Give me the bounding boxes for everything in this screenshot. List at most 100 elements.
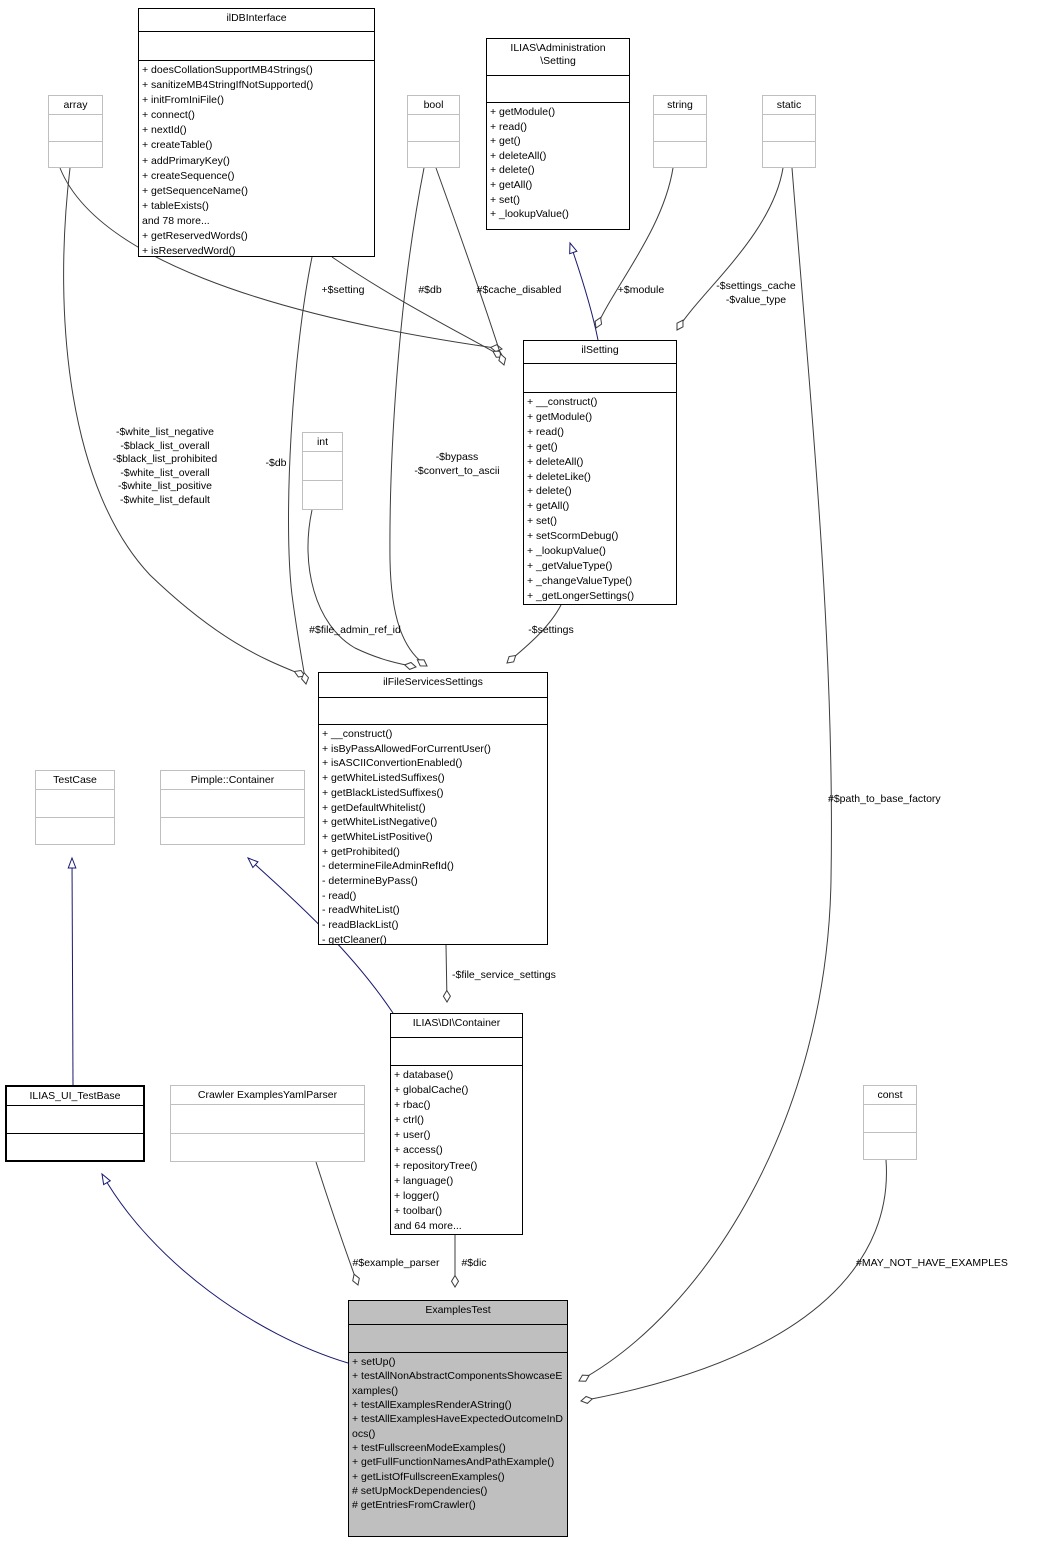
attributes-section — [36, 789, 114, 817]
class-node-bool: bool — [407, 95, 460, 168]
edge-inherit-uitestbase-testcase — [67, 856, 77, 1086]
attributes-section — [139, 31, 374, 60]
class-title: ilDBInterface — [226, 12, 287, 24]
class-method: + _changeValueType() — [527, 574, 633, 587]
class-method: + tableExists() — [142, 199, 209, 212]
edge-label-agg-settings: -$settings — [528, 624, 574, 636]
class-method: + createSequence() — [142, 169, 235, 182]
methods-section — [7, 1132, 143, 1161]
class-method: + getWhiteListedSuffixes() — [322, 772, 445, 785]
attributes-section — [763, 114, 815, 141]
class-method: + getModule() — [527, 410, 593, 423]
class-method: + addPrimaryKey() — [142, 154, 230, 167]
edge-label-agg-cache-disabled: #$cache_disabled — [476, 284, 562, 296]
class-method: + setScormDebug() — [527, 530, 619, 543]
class-method: + get() — [527, 440, 558, 453]
class-title: ExamplesTest — [425, 1304, 491, 1316]
attributes-section — [303, 451, 342, 480]
class-method: and 64 more... — [394, 1219, 462, 1232]
methods-section — [49, 140, 102, 168]
class-title: ilFileServicesSettings — [383, 676, 483, 688]
edge-label-agg-path-to-base-factory: #$path_to_base_factory — [828, 793, 941, 805]
class-method: + delete() — [527, 485, 572, 498]
class-method: - determineFileAdminRefId() — [322, 860, 454, 873]
class-method: + initFromIniFile() — [142, 94, 224, 107]
class-method: + doesCollationSupportMB4Strings() — [142, 64, 313, 76]
class-node-fss[interactable]: ilFileServicesSettings + __construct() + i… — [318, 672, 548, 945]
class-node-array: array — [48, 95, 103, 168]
class-node-static: static — [762, 95, 816, 168]
class-node-dic[interactable]: ILIAS\DI\Container+ database()+ globalCa… — [390, 1013, 523, 1235]
class-title: ilSetting — [581, 344, 619, 356]
methods-section — [763, 140, 815, 168]
class-node-adminsetting[interactable]: ILIAS\Administration \Setting + getModule… — [486, 38, 630, 230]
attributes-section — [654, 114, 706, 141]
class-title: string — [667, 99, 693, 111]
edge-agg-white-lists — [63, 167, 306, 678]
class-title: bool — [423, 99, 444, 111]
methods-section — [864, 1131, 916, 1160]
edge-agg-settings — [506, 604, 562, 664]
class-method: - read() — [322, 889, 357, 902]
class-method: + getAll() — [527, 500, 570, 513]
class-method: + delete() — [490, 164, 535, 177]
methods-section — [408, 140, 459, 168]
class-node-examplestest[interactable]: ExamplesTest + setUp() + testAllNonAbstrac… — [348, 1300, 568, 1537]
class-method: + getListOfFullscreenExamples() — [352, 1470, 505, 1483]
class-method: - determineByPass() — [322, 875, 418, 888]
class-method: + getModule() — [490, 106, 556, 118]
attributes-section — [161, 789, 304, 817]
attributes-section — [864, 1104, 916, 1132]
edge-label-agg-module: +$module — [617, 284, 665, 296]
attributes-section — [7, 1105, 143, 1133]
class-method: + read() — [527, 425, 565, 438]
edge-agg-example-parser — [315, 1161, 360, 1286]
class-method: + setUp() — [352, 1356, 396, 1368]
class-method: + user() — [394, 1129, 431, 1142]
class-method: + getAll() — [490, 178, 533, 191]
class-method: + isByPassAllowedForCurrentUser() — [322, 742, 491, 755]
attributes-section — [171, 1104, 364, 1133]
class-node-ildbinterface[interactable]: ilDBInterface + doesCollationSupportMB4St… — [138, 8, 375, 257]
class-title: ILIAS\Administration \Setting — [510, 42, 606, 67]
class-method: + read() — [490, 120, 528, 133]
class-method: # getEntriesFromCrawler() — [352, 1499, 476, 1512]
class-method: + getDefaultWhitelist() — [322, 801, 426, 814]
class-method: + connect() — [142, 109, 195, 122]
methods-section — [171, 1132, 364, 1162]
class-method: + createTable() — [142, 139, 213, 152]
edge-label-agg-settings-cache: -$settings_cache -$value_type — [716, 280, 796, 306]
class-method: + getBlackListedSuffixes() — [322, 786, 444, 799]
methods-section — [654, 140, 706, 168]
class-method: + database() — [394, 1069, 454, 1081]
class-method: + testAllNonAbstractComponentsShowcaseEx… — [352, 1370, 563, 1397]
class-method: + getWhiteListNegative() — [322, 816, 438, 829]
class-title: TestCase — [53, 774, 97, 786]
class-method: + set() — [527, 515, 558, 528]
class-title: Pimple::Container — [190, 774, 275, 786]
class-method: + getReservedWords() — [142, 230, 248, 243]
edge-label-agg-db-fss: -$db — [265, 457, 287, 469]
class-method: + __construct() — [322, 728, 393, 740]
edge-agg-cache-disabled — [435, 167, 507, 366]
edge-inherit-examplestest-uitestbase — [101, 1172, 349, 1364]
class-method: + logger() — [394, 1189, 440, 1202]
class-node-ilsetting[interactable]: ilSetting + __construct() + getModule() + r… — [523, 340, 677, 605]
class-method: # setUpMockDependencies() — [352, 1485, 488, 1498]
class-method: - readBlackList() — [322, 919, 399, 932]
edge-agg-db-fss — [288, 256, 313, 685]
edge-label-agg-example-parser: #$example_parser — [352, 1257, 440, 1269]
attributes-section — [319, 697, 547, 724]
methods-section — [161, 816, 304, 845]
methods-section: + setUp() + testAllNonAbstractComponentsS… — [349, 1352, 567, 1536]
class-method: + _lookupValue() — [527, 545, 606, 558]
class-method: + testAllExamplesHaveExpectedOutcomeInDo… — [352, 1413, 563, 1440]
class-node-uitestbase[interactable]: ILIAS_UI_TestBase — [5, 1085, 145, 1162]
class-method: + __construct() — [527, 396, 598, 408]
class-method: + getProhibited() — [322, 845, 400, 858]
class-node-string: string — [653, 95, 707, 168]
class-method: and 78 more... — [142, 214, 210, 227]
edge-agg-file-admin-ref-id — [307, 509, 417, 670]
